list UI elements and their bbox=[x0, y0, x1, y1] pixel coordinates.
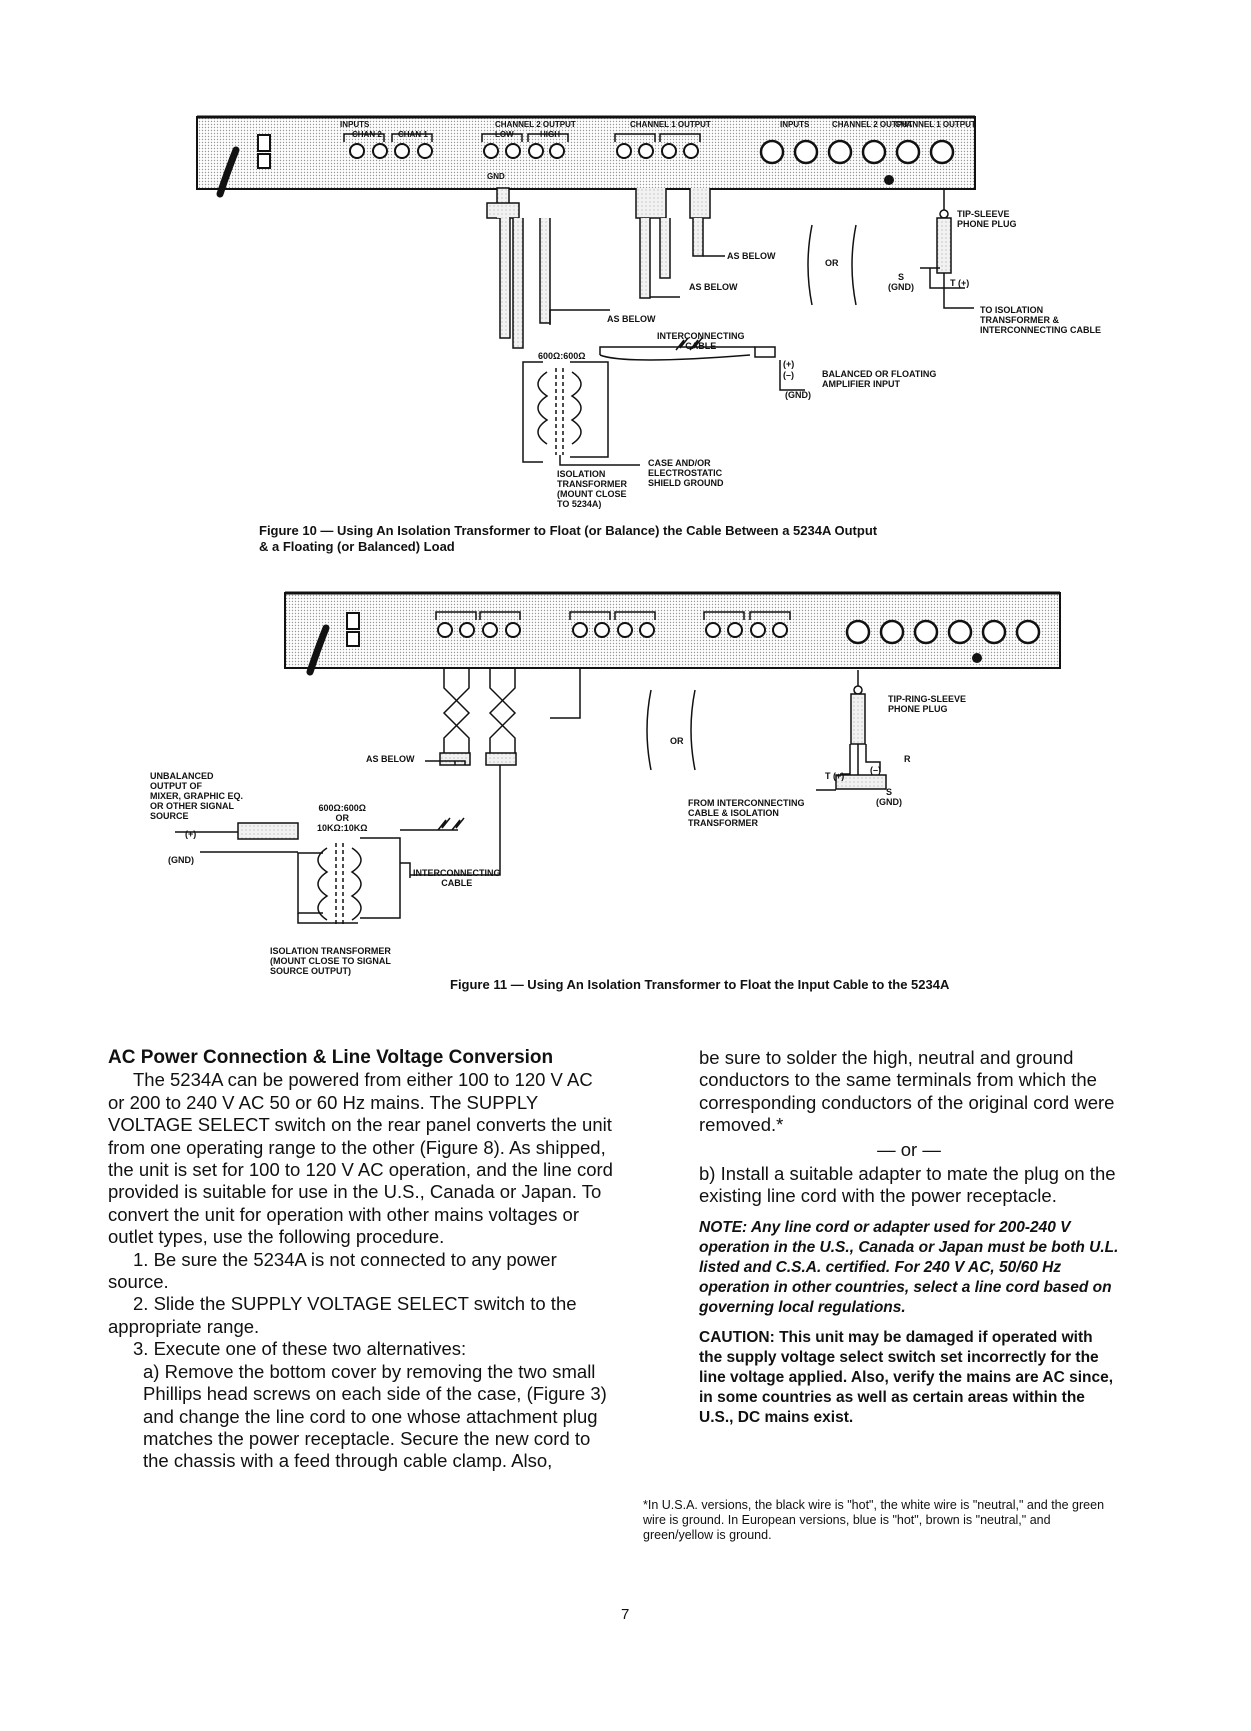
caution-text: This unit may be damaged if operated wit… bbox=[699, 1328, 1114, 1426]
fig11-trs-label: TIP-RING-SLEEVE PHONE PLUG bbox=[888, 694, 967, 714]
fig10-s-gnd-label: S (GND) bbox=[888, 272, 914, 292]
note-paragraph: NOTE: Any line cord or adapter used for … bbox=[699, 1218, 1119, 1316]
fig10-cables bbox=[486, 187, 711, 349]
fig10-interconnecting-label: INTERCONNECTING CABLE bbox=[657, 331, 745, 351]
fig10-plus-label: (+) bbox=[783, 359, 795, 369]
fig11-caption: Figure 11 — Using An Isolation Transform… bbox=[450, 977, 950, 992]
fig11-ratio-label: 600Ω:600Ω OR 10KΩ:10KΩ bbox=[317, 803, 368, 833]
fig10-to-isolation-label: TO ISOLATION TRANSFORMER & INTERCONNECTI… bbox=[980, 305, 1101, 335]
fig11-unbalanced-label: UNBALANCED OUTPUT OF MIXER, GRAPHIC EQ. … bbox=[150, 771, 244, 821]
page-number: 7 bbox=[621, 1606, 630, 1623]
fig10-caption: Figure 10 — Using An Isolation Transform… bbox=[259, 523, 878, 554]
fig10-chan1-label: CHAN 1 bbox=[398, 130, 428, 139]
step-3a: a) Remove the bottom cover by removing t… bbox=[143, 1360, 607, 1472]
fig11-isolation-label: ISOLATION TRANSFORMER (MOUNT CLOSE TO SI… bbox=[270, 946, 391, 976]
step-1: 1. Be sure the 5234A is not connected to… bbox=[108, 1248, 557, 1293]
step-3: 3. Execute one of these two alternatives… bbox=[133, 1338, 467, 1360]
right-column: be sure to solder the high, neutral and … bbox=[699, 1047, 1119, 1428]
intro-paragraph: The 5234A can be powered from either 100… bbox=[108, 1069, 613, 1248]
fig11-cables bbox=[175, 668, 581, 925]
fig10-chan2-label: CHAN 2 bbox=[352, 130, 382, 139]
fig10-ch2-output-right-label: CHANNEL 2 OUTPUT bbox=[832, 120, 913, 129]
fig10-or-label: OR bbox=[825, 258, 839, 268]
fig10-case-label: CASE AND/OR ELECTROSTATIC SHIELD GROUND bbox=[648, 458, 724, 488]
fig10-tip-sleeve-plug bbox=[920, 190, 974, 309]
caution-paragraph: CAUTION: This unit may be damaged if ope… bbox=[699, 1328, 1119, 1428]
fig10-low-label: LOW bbox=[495, 130, 514, 139]
fig10-ratio-label: 600Ω:600Ω bbox=[538, 351, 586, 361]
fig10-as-below-2: AS BELOW bbox=[689, 282, 738, 292]
fig10-isolation-label: ISOLATION TRANSFORMER (MOUNT CLOSE TO 52… bbox=[557, 469, 627, 509]
fig10-rear-panel bbox=[196, 115, 976, 198]
fig10-as-below-3: AS BELOW bbox=[607, 314, 656, 324]
fig10-inputs-label: INPUTS bbox=[340, 120, 370, 129]
fig11-t-plus-label: T (+) bbox=[825, 771, 845, 781]
footnote: *In U.S.A. versions, the black wire is "… bbox=[643, 1498, 1105, 1542]
fig10-gnd-lead-label: (GND) bbox=[785, 390, 811, 400]
or-separator: — or — bbox=[877, 1138, 941, 1160]
fig10-balanced-label: BALANCED OR FLOATING AMPLIFIER INPUT bbox=[822, 369, 937, 389]
fig11-as-below-label: AS BELOW bbox=[366, 754, 415, 764]
fig10-gnd-label: GND bbox=[487, 172, 505, 181]
fig11-plus-label: (+) bbox=[185, 829, 197, 839]
fig10-t-plus-label: T (+) bbox=[950, 278, 970, 288]
fig10-high-label: HIGH bbox=[540, 130, 560, 139]
fig11-gnd-label: (GND) bbox=[168, 855, 194, 865]
section-heading: AC Power Connection & Line Voltage Conve… bbox=[108, 1047, 554, 1068]
fig11-minus-label: (–) bbox=[870, 765, 881, 775]
step-3a-continued: be sure to solder the high, neutral and … bbox=[699, 1047, 1115, 1136]
fig10-tip-sleeve-label: TIP-SLEEVE PHONE PLUG bbox=[957, 209, 1017, 229]
fig10-ch2-output-label: CHANNEL 2 OUTPUT bbox=[495, 120, 576, 129]
left-column: AC Power Connection & Line Voltage Conve… bbox=[108, 1047, 613, 1473]
step-3b: b) Install a suitable adapter to mate th… bbox=[699, 1163, 1116, 1207]
fig11-s-gnd-label: S (GND) bbox=[876, 787, 902, 807]
fig10-inputs-right-label: INPUTS bbox=[780, 120, 810, 129]
fig11-or-label: OR bbox=[670, 736, 684, 746]
fig11-rear-panel bbox=[284, 591, 1061, 676]
fig10-ch1-output-label: CHANNEL 1 OUTPUT bbox=[630, 120, 711, 129]
fig10-ch1-output-right-label: CHANNEL 1 OUTPUT bbox=[895, 120, 976, 129]
fig10-minus-label: (–) bbox=[783, 370, 794, 380]
fig11-r-label: R bbox=[904, 754, 911, 764]
fig11-from-interconnecting-label: FROM INTERCONNECTING CABLE & ISOLATION T… bbox=[688, 798, 805, 828]
fig11-interconnecting-label: INTERCONNECTING CABLE bbox=[413, 868, 501, 888]
fig11-trs-plug bbox=[816, 670, 887, 791]
fig10-as-below-1: AS BELOW bbox=[727, 251, 776, 261]
step-2: 2. Slide the SUPPLY VOLTAGE SELECT switc… bbox=[108, 1293, 577, 1337]
caution-label: CAUTION: bbox=[699, 1328, 775, 1346]
